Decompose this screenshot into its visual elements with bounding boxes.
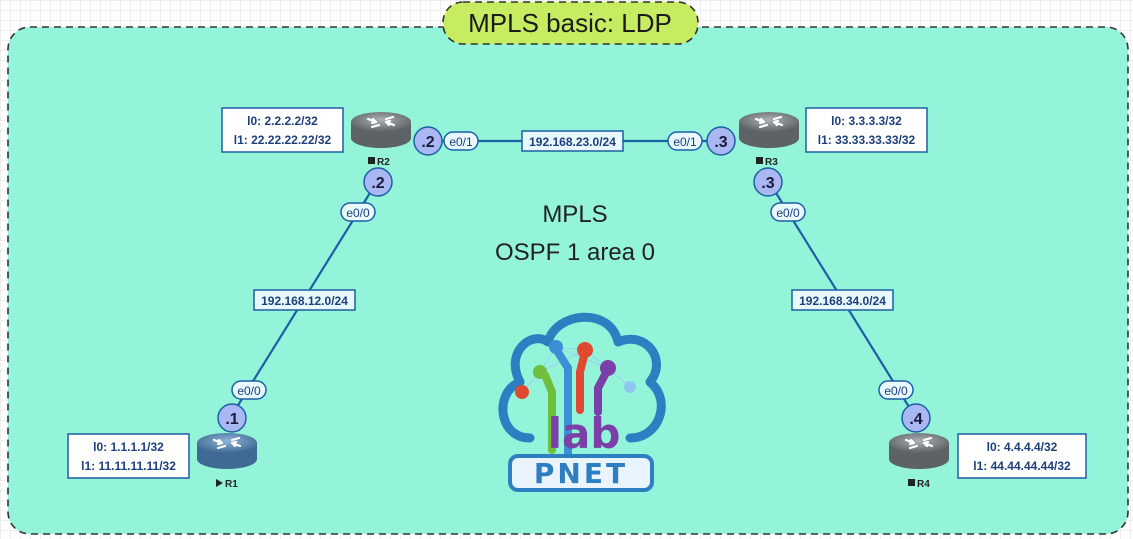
area-label-mpls: MPLS — [542, 201, 607, 228]
router-icon — [889, 433, 949, 469]
svg-text:l0: 1.1.1.1/32: l0: 1.1.1.1/32 — [93, 440, 164, 454]
subnet-r3-r4[interactable]: 192.168.34.0/24 — [791, 289, 894, 311]
router-name: R1 — [225, 479, 238, 490]
ip-badge-r2-link12: .2 — [363, 167, 393, 197]
ip-badge-r4-link34: .4 — [901, 403, 931, 433]
router-status-stopped — [756, 157, 763, 164]
router-status-stopped — [368, 157, 375, 164]
router-icon — [351, 112, 411, 148]
svg-text:.2: .2 — [371, 175, 384, 192]
iface-r3-e0-0[interactable]: e0/0 — [770, 202, 806, 222]
pnetlab-cloud-logo: lab PNET — [498, 312, 666, 492]
svg-text:e0/1: e0/1 — [449, 135, 473, 149]
lab-title-badge[interactable]: MPLS basic: LDP — [442, 1, 699, 45]
router-status-running — [216, 479, 223, 487]
subnet-r2-r3[interactable]: 192.168.23.0/24 — [521, 130, 624, 152]
router-icon — [197, 433, 257, 469]
svg-text:e0/0: e0/0 — [884, 384, 908, 398]
svg-text:.3: .3 — [761, 175, 774, 192]
svg-text:l1: 33.33.33.33/32: l1: 33.33.33.33/32 — [818, 133, 916, 147]
svg-text:e0/0: e0/0 — [776, 206, 800, 220]
router-r4[interactable]: R4 — [889, 433, 949, 490]
iface-r3-e0-1[interactable]: e0/1 — [667, 131, 703, 151]
ip-badge-r2-link23: .2 — [413, 126, 443, 156]
svg-text:e0/0: e0/0 — [346, 206, 370, 220]
iface-r2-e0-1[interactable]: e0/1 — [443, 131, 479, 151]
router-name: R3 — [765, 157, 778, 168]
svg-text:l0: 2.2.2.2/32: l0: 2.2.2.2/32 — [247, 114, 318, 128]
ip-badge-r1-link12: .1 — [217, 403, 247, 433]
router-r3[interactable]: R3 — [739, 112, 799, 168]
svg-text:.4: .4 — [909, 411, 922, 428]
svg-text:.3: .3 — [714, 134, 727, 151]
loopback-box-r3[interactable]: l0: 3.3.3.3/32 l1: 33.33.33.33/32 — [805, 107, 928, 153]
router-r2[interactable]: R2 — [351, 112, 411, 168]
svg-text:l1: 44.44.44.44/32: l1: 44.44.44.44/32 — [973, 459, 1071, 473]
lab-title: MPLS basic: LDP — [468, 8, 672, 38]
svg-text:l0: 3.3.3.3/32: l0: 3.3.3.3/32 — [831, 114, 902, 128]
ip-badge-r3-link34: .3 — [753, 167, 783, 197]
svg-text:l0: 4.4.4.4/32: l0: 4.4.4.4/32 — [987, 440, 1058, 454]
router-status-stopped — [908, 479, 915, 486]
svg-text:192.168.12.0/24: 192.168.12.0/24 — [261, 294, 348, 308]
subnet-r1-r2[interactable]: 192.168.12.0/24 — [253, 289, 356, 311]
svg-text:.1: .1 — [225, 411, 238, 428]
lab-area — [7, 26, 1129, 535]
loopback-box-r2[interactable]: l0: 2.2.2.2/32 l1: 22.22.22.22/32 — [221, 107, 344, 153]
svg-text:192.168.23.0/24: 192.168.23.0/24 — [529, 135, 616, 149]
svg-text:l1: 11.11.11.11/32: l1: 11.11.11.11/32 — [81, 459, 176, 473]
svg-text:e0/0: e0/0 — [237, 384, 261, 398]
svg-text:.2: .2 — [421, 134, 434, 151]
loopback-box-r1[interactable]: l0: 1.1.1.1/32 l1: 11.11.11.11/32 — [67, 433, 190, 479]
iface-r4-e0-0[interactable]: e0/0 — [878, 380, 914, 400]
ip-badge-r3-link23: .3 — [706, 126, 736, 156]
iface-r2-e0-0[interactable]: e0/0 — [340, 202, 376, 222]
router-name: R2 — [377, 157, 390, 168]
loopback-box-r4[interactable]: l0: 4.4.4.4/32 l1: 44.44.44.44/32 — [957, 433, 1087, 479]
logo-lab-text: lab — [548, 409, 621, 458]
iface-r1-e0-0[interactable]: e0/0 — [231, 380, 267, 400]
area-label-ospf: OSPF 1 area 0 — [495, 239, 655, 266]
router-r1[interactable]: R1 — [197, 433, 257, 490]
svg-text:192.168.34.0/24: 192.168.34.0/24 — [799, 294, 886, 308]
svg-text:l1: 22.22.22.22/32: l1: 22.22.22.22/32 — [234, 133, 332, 147]
router-icon — [739, 112, 799, 148]
svg-text:e0/1: e0/1 — [673, 135, 697, 149]
logo-pnet-text: PNET — [534, 457, 628, 490]
router-name: R4 — [917, 479, 930, 490]
